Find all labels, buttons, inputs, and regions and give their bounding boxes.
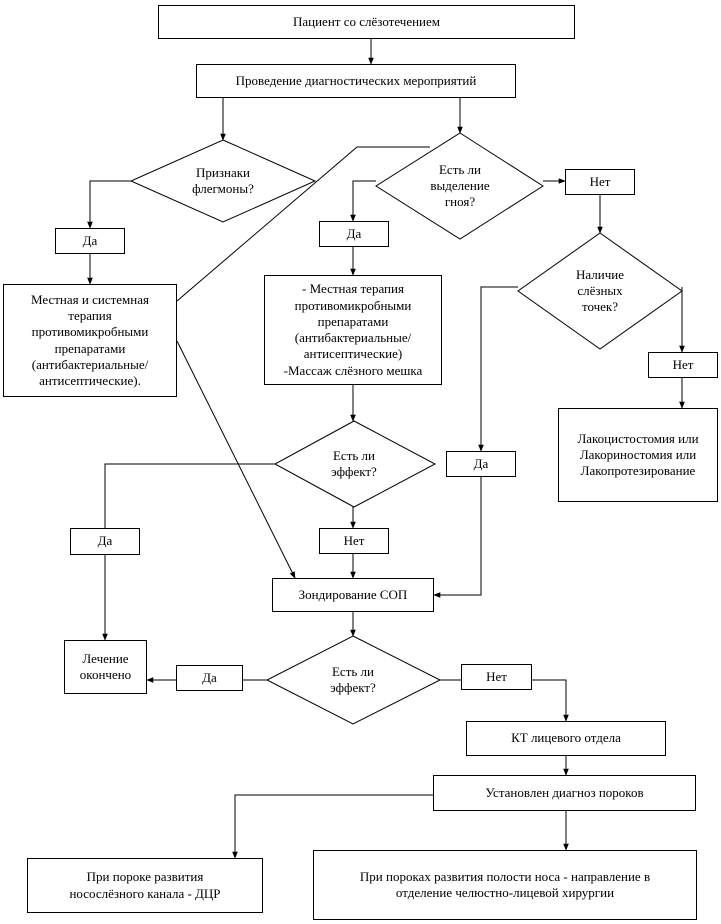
diagnosis-box: Установлен диагноз пороков <box>433 775 696 811</box>
systemic-therapy-box: Местная и системная терапия противомикро… <box>3 284 177 397</box>
effect2-yes-label: Да <box>202 669 217 685</box>
pus-question: Есть ли выделение гноя? <box>430 161 490 210</box>
ct-box: КТ лицевого отдела <box>466 721 666 756</box>
start-label: Пациент со слёзотечением <box>292 13 440 29</box>
points-yes-box: Да <box>446 451 516 477</box>
arrow-points-yes-probing <box>433 477 482 598</box>
arrow-therapy-to-probing <box>176 340 296 579</box>
pus-no-box: Нет <box>565 169 635 195</box>
probing-label: Зондирование СОП <box>298 586 408 602</box>
arrow-effect2-no-ct <box>532 679 569 722</box>
surgery-label: Лакоцистостомия или Лакориностомия или Л… <box>577 430 699 479</box>
dcr-box: При пороке развития носослёзного канала … <box>27 858 263 913</box>
probing-box: Зондирование СОП <box>272 578 434 612</box>
start-box: Пациент со слёзотечением <box>158 5 575 39</box>
pus-no-label: Нет <box>589 173 611 189</box>
arrow-diagnosis-dcr <box>232 794 433 859</box>
arrow-points-yes <box>478 286 518 452</box>
effect2-no-label: Нет <box>486 668 507 684</box>
arrow-phlegmon-yes <box>87 180 131 229</box>
points-yes-label: Да <box>473 455 489 471</box>
arrow-therapy-to-pus <box>176 146 430 302</box>
points-diamond <box>517 232 683 350</box>
pus-yes-box: Да <box>319 221 389 247</box>
effect1-no-box: Нет <box>319 528 389 554</box>
phlegmon-question: Признаки флегмоны? <box>192 164 254 196</box>
done-label: Лечение окончено <box>79 650 132 682</box>
effect2-yes-box: Да <box>176 665 243 691</box>
diagnostics-label: Проведение диагностических мероприятий <box>235 72 477 88</box>
nasal-box: При пороках развития полости носа - напр… <box>313 850 697 920</box>
effect1-yes-label: Да <box>97 533 113 549</box>
effect2-diamond <box>265 635 442 725</box>
systemic-therapy-label: Местная и системная терапия противомикро… <box>31 291 149 388</box>
effect1-yes-box: Да <box>70 528 140 555</box>
local-therapy-box: - Местная терапия противомикробными преп… <box>264 275 442 385</box>
effect2-no-box: Нет <box>461 664 532 690</box>
phlegmon-yes-box: Да <box>55 228 125 254</box>
points-question: Наличие слёзных точек? <box>576 266 624 315</box>
effect1-no-label: Нет <box>343 532 365 548</box>
pus-diamond <box>375 132 544 240</box>
nasal-label: При пороках развития полости носа - напр… <box>359 868 651 900</box>
arrow-pus-yes <box>350 180 376 222</box>
effect2-question: Есть ли эффект? <box>330 663 376 695</box>
arrow-effect1-yes <box>104 463 275 528</box>
dcr-label: При пороке развития носослёзного канала … <box>69 869 221 901</box>
ct-label: КТ лицевого отдела <box>511 730 621 746</box>
points-no-box: Нет <box>648 352 718 378</box>
phlegmon-yes-label: Да <box>82 232 98 248</box>
done-box: Лечение окончено <box>64 640 147 694</box>
pus-yes-label: Да <box>346 225 362 241</box>
local-therapy-label: - Местная терапия противомикробными преп… <box>283 281 423 378</box>
points-no-label: Нет <box>672 356 694 372</box>
diagnosis-label: Установлен диагноз пороков <box>485 784 644 800</box>
effect1-question: Есть ли эффект? <box>331 447 377 479</box>
surgery-box: Лакоцистостомия или Лакориностомия или Л… <box>558 408 718 502</box>
phlegmon-diamond <box>129 139 317 223</box>
effect1-diamond <box>273 420 437 508</box>
diagnostics-box: Проведение диагностических мероприятий <box>196 64 516 98</box>
